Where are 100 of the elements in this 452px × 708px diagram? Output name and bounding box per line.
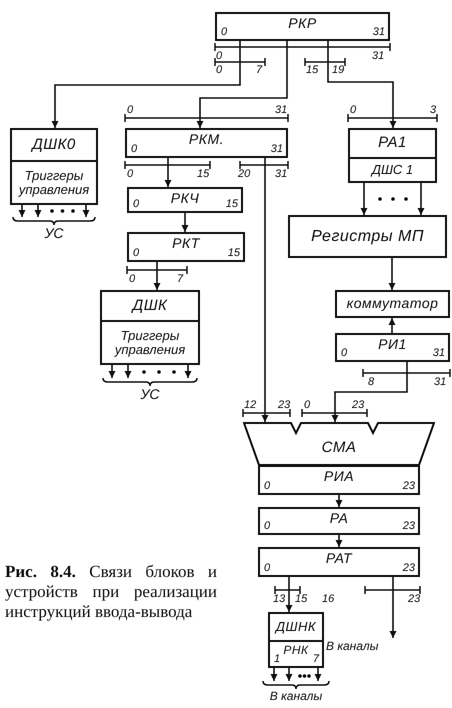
bit-number: 13 — [273, 593, 286, 606]
bit-number: 0 — [350, 104, 356, 116]
block-box — [268, 612, 324, 668]
bit-number: 0 — [133, 247, 140, 259]
bit-number: 15 — [295, 593, 308, 606]
block-body: Триггеры управления — [17, 168, 90, 196]
signal-label: В каналы — [270, 690, 322, 704]
block-name: коммутатор — [346, 296, 438, 312]
register-box — [215, 12, 390, 41]
bit-number: 16 — [322, 593, 334, 606]
bit-number: 0 — [127, 168, 134, 180]
bit-number: 15 — [226, 198, 238, 210]
block-name: СМА — [322, 440, 356, 456]
bit-number: 0 — [264, 562, 270, 574]
bit-number: 0 — [127, 104, 134, 116]
bit-number: 23 — [352, 399, 364, 412]
register-box — [127, 187, 243, 213]
arrow — [286, 577, 292, 612]
bit-number: 0 — [133, 198, 140, 210]
arrow — [82, 205, 90, 217]
bit-number: 0 — [304, 399, 310, 412]
signal-label: УС — [140, 387, 160, 402]
register-box — [258, 547, 420, 577]
block-box — [100, 290, 200, 365]
signal-label: В каналы — [326, 638, 380, 654]
bit-number: 0 — [264, 480, 270, 492]
register-name: РКЧ — [170, 189, 200, 206]
block-name: ДШНК — [276, 620, 316, 634]
register-name: РИ1 — [378, 335, 407, 352]
bit-number: 7 — [312, 653, 319, 665]
arrow — [124, 365, 132, 378]
bit-number: 0 — [221, 26, 228, 38]
arrow — [108, 365, 116, 378]
bit-number: 20 — [238, 168, 250, 180]
bit-number: 19 — [332, 64, 344, 76]
arrow — [164, 158, 172, 187]
arrow — [196, 41, 288, 128]
arrow — [286, 668, 292, 681]
arrow — [336, 495, 342, 507]
bit-number: 12 — [244, 399, 256, 412]
bit-number: 7 — [256, 64, 262, 76]
bit-number: 7 — [177, 273, 184, 286]
block-box — [288, 215, 447, 258]
arrow — [388, 318, 396, 333]
bit-number: 0 — [216, 50, 222, 62]
bit-number: 23 — [402, 480, 415, 492]
register-name: РАТ — [326, 549, 352, 566]
bit-number: 31 — [270, 143, 283, 155]
bit-number: 1 — [274, 653, 280, 665]
bit-number: 23 — [402, 562, 415, 574]
bit-number: 0 — [131, 143, 138, 155]
register-name: РА — [330, 509, 348, 526]
arrow — [327, 41, 396, 128]
register-box — [125, 128, 288, 158]
arrow — [182, 213, 188, 232]
register-box — [127, 232, 245, 262]
bit-number: 15 — [197, 168, 210, 180]
block-box — [335, 290, 450, 318]
block-body: Триггеры управления — [113, 328, 186, 356]
arrow — [52, 41, 241, 128]
arrow — [332, 362, 408, 422]
arrow — [390, 577, 396, 638]
bit-number: 23 — [408, 593, 420, 606]
bit-number: 31 — [275, 168, 288, 180]
bit-number: 31 — [432, 347, 445, 359]
block-box — [348, 128, 437, 183]
arrow — [34, 205, 42, 217]
arrow — [336, 535, 342, 547]
arrow — [184, 365, 192, 378]
bit-number: 0 — [341, 347, 348, 359]
bit-number: 23 — [278, 399, 290, 412]
bit-number: 0 — [264, 520, 270, 532]
arrow — [418, 183, 424, 215]
register-name: РКМ. — [188, 130, 224, 148]
register-box — [258, 465, 420, 495]
register-name: РНК — [283, 642, 309, 658]
block-body: ДШС 1 — [372, 163, 414, 177]
block-name: Регистры МП — [311, 228, 424, 246]
bit-number: 15 — [228, 247, 240, 259]
register-name: РКТ — [172, 234, 200, 252]
arrow — [154, 262, 160, 290]
figure-caption: Рис. 8.4. Связи блоков и устройств при реализации инструкций ввода-вывода — [5, 562, 217, 622]
bit-number: 31 — [275, 104, 288, 116]
arrow — [314, 668, 322, 681]
block-name: РА1 — [378, 135, 407, 152]
bit-number: 31 — [372, 50, 384, 62]
register-name: РКР — [288, 14, 317, 32]
register-box — [335, 333, 450, 362]
bit-number: 31 — [434, 376, 446, 388]
signal-label: УС — [44, 226, 64, 242]
bit-number: 0 — [216, 64, 222, 76]
block-box — [10, 128, 98, 205]
bit-number: 15 — [306, 64, 318, 76]
bit-number: 0 — [129, 273, 136, 286]
bit-number: 3 — [430, 104, 436, 116]
arrow — [18, 205, 26, 217]
block-name: ДШК — [132, 298, 168, 314]
arrow — [262, 158, 268, 422]
register-name: РИА — [324, 467, 354, 484]
arrow — [360, 183, 368, 215]
